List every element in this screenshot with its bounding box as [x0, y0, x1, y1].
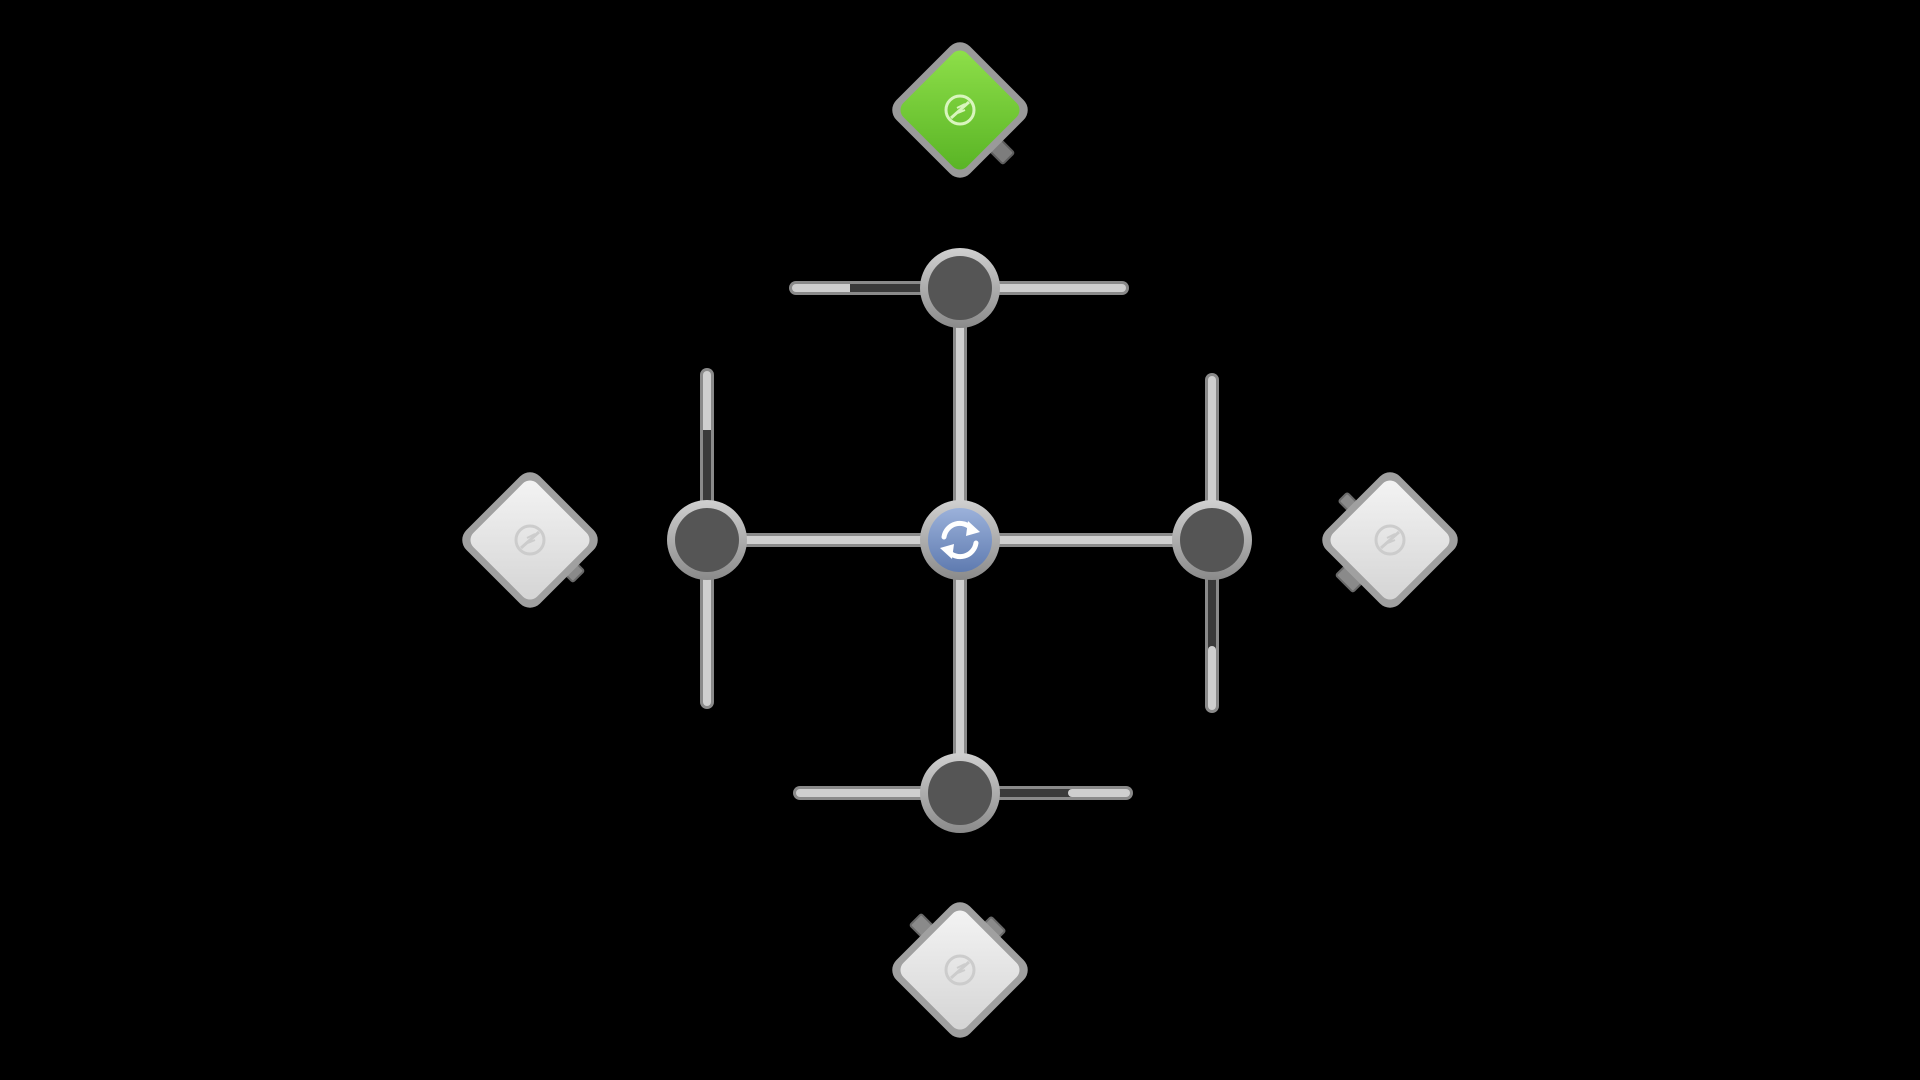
- terminal-top[interactable]: [886, 36, 1033, 183]
- power-plug-icon: [514, 524, 546, 556]
- junction-node-right[interactable]: [1172, 500, 1252, 580]
- center-rotate-node[interactable]: [920, 500, 1000, 580]
- junction-node-bottom[interactable]: [920, 753, 1000, 833]
- rotate-arrows-icon: [940, 520, 980, 560]
- power-plug-icon: [1374, 524, 1406, 556]
- power-plug-icon: [944, 954, 976, 986]
- junction-node-top[interactable]: [920, 248, 1000, 328]
- power-plug-icon: [944, 94, 976, 126]
- junction-node-left[interactable]: [667, 500, 747, 580]
- terminal-bottom[interactable]: [886, 896, 1033, 1043]
- terminal-left[interactable]: [456, 466, 603, 613]
- terminal-right[interactable]: [1316, 466, 1463, 613]
